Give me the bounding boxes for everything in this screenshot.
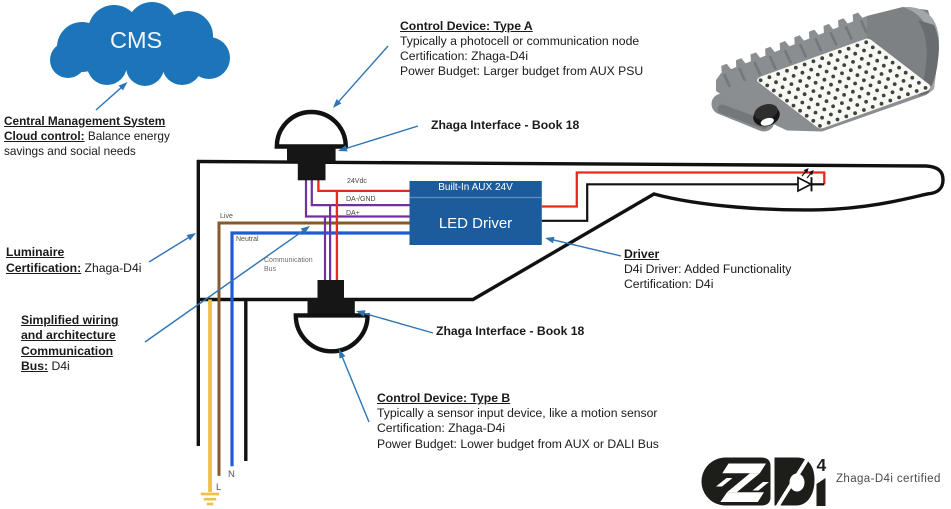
svg-text:4: 4 <box>817 455 827 475</box>
